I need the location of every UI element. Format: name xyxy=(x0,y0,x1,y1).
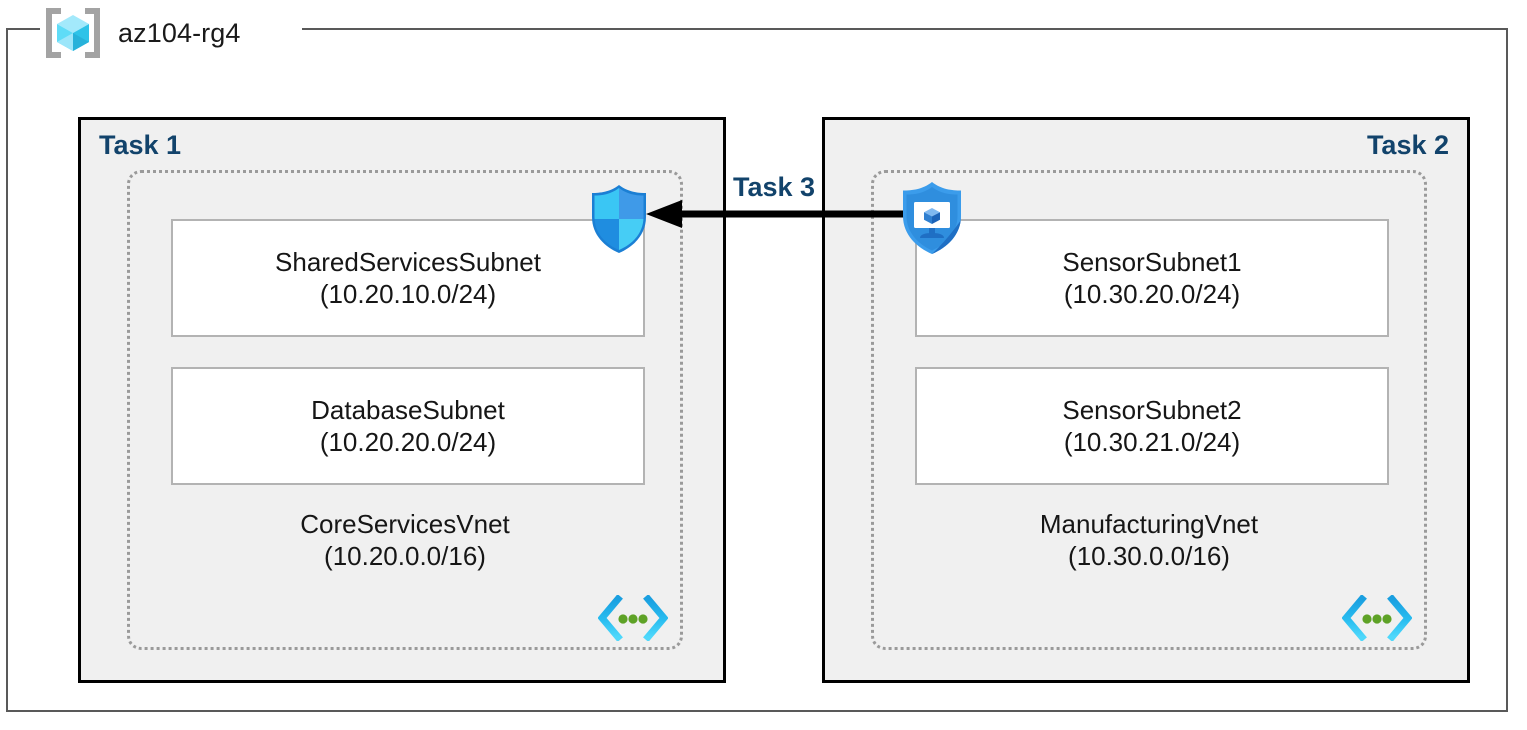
rg-border-top-right xyxy=(302,28,1508,30)
rg-border-right xyxy=(1506,28,1508,712)
subnet-cidr: (10.30.20.0/24) xyxy=(1063,279,1241,309)
subnet-shared-services: SharedServicesSubnet (10.20.10.0/24) xyxy=(171,219,645,337)
task-label-2: Task 2 xyxy=(1366,130,1449,160)
rg-border-top-left xyxy=(6,28,40,30)
subnet-cidr: (10.20.20.0/24) xyxy=(319,427,497,457)
resource-group-name: az104-rg4 xyxy=(118,17,241,48)
subnet-database: DatabaseSubnet (10.20.20.0/24) xyxy=(171,367,645,485)
subnet-sensor-1: SensorSubnet1 (10.30.20.0/24) xyxy=(915,219,1389,337)
subnet-cidr: (10.30.21.0/24) xyxy=(1063,427,1241,457)
task-label-1: Task 1 xyxy=(99,130,182,160)
vnet-caption-core-services: CoreServicesVnet (10.20.0.0/16) xyxy=(130,508,680,572)
rg-border-bottom xyxy=(6,710,1508,712)
vnet-name: CoreServicesVnet xyxy=(300,509,510,539)
subnet-name: SharedServicesSubnet xyxy=(275,246,541,277)
task-label-3: Task 3 xyxy=(732,172,816,202)
vnet-caption-manufacturing: ManufacturingVnet (10.30.0.0/16) xyxy=(874,508,1424,572)
vnet-cidr: (10.20.0.0/16) xyxy=(324,541,486,572)
virtual-network-icon xyxy=(1342,595,1412,641)
vnet-boundary-manufacturing: SensorSubnet1 (10.30.20.0/24) SensorSubn… xyxy=(871,170,1427,650)
subnet-name: SensorSubnet1 xyxy=(1062,246,1242,277)
subnet-sensor-2: SensorSubnet2 (10.30.21.0/24) xyxy=(915,367,1389,485)
resource-group-cube-icon xyxy=(46,8,100,58)
subnet-cidr: (10.20.10.0/24) xyxy=(319,279,497,309)
rg-border-left xyxy=(6,28,8,712)
task-container-1: Task 1 SharedServicesSubnet (10.20.10.0/… xyxy=(78,117,726,683)
virtual-network-icon xyxy=(598,595,668,641)
task-container-2: Task 2 SensorSubnet1 (10.30.20.0/24) Sen… xyxy=(822,117,1470,683)
resource-group-frame xyxy=(6,28,1508,712)
vnet-name: ManufacturingVnet xyxy=(1039,509,1259,539)
firewall-shield-icon xyxy=(592,185,646,253)
subnet-name: SensorSubnet2 xyxy=(1062,394,1242,425)
subnet-name: DatabaseSubnet xyxy=(311,394,505,425)
resource-group-header: az104-rg4 xyxy=(44,8,251,58)
vnet-boundary-core-services: SharedServicesSubnet (10.20.10.0/24) Dat… xyxy=(127,170,683,650)
bastion-shield-vm-icon xyxy=(903,182,961,254)
vnet-cidr: (10.30.0.0/16) xyxy=(1068,541,1230,572)
